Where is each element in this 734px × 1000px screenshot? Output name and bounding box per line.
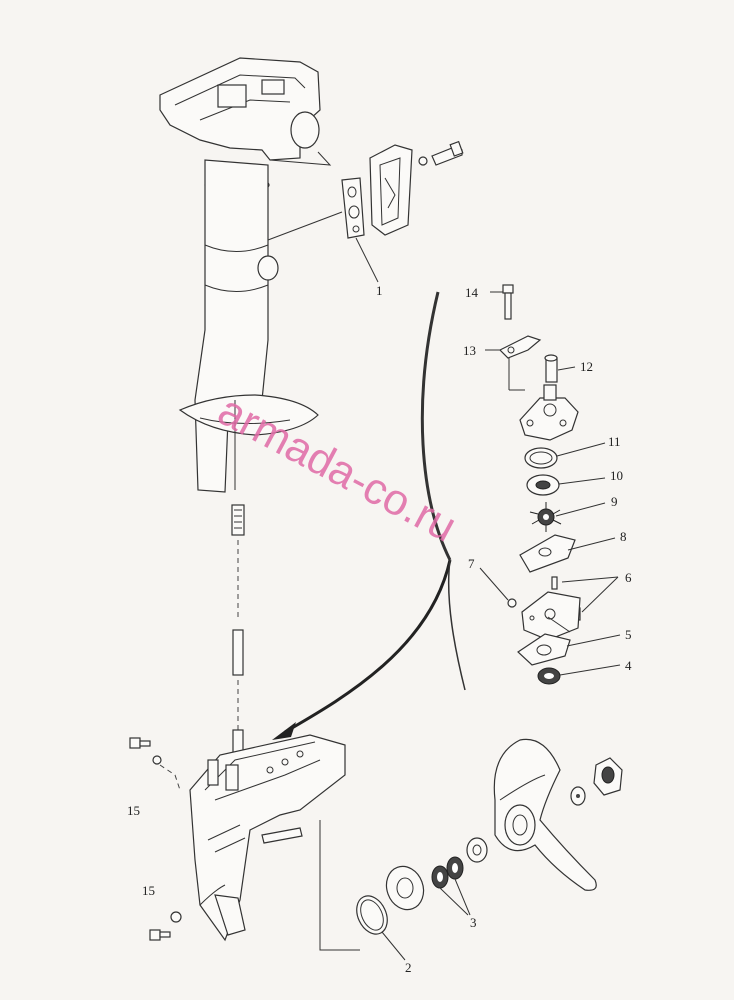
label-part-4: 4 <box>625 658 632 673</box>
label-part-8: 8 <box>620 529 627 544</box>
label-part-3: 3 <box>470 915 477 930</box>
label-part-10: 10 <box>610 468 623 483</box>
label-part-7: 7 <box>468 556 475 571</box>
label-part-15-lower: 15 <box>142 883 155 898</box>
driveshaft <box>231 504 245 771</box>
label-part-5: 5 <box>625 627 632 642</box>
part-number-labels: 1 2 3 4 5 6 7 8 9 10 11 12 13 14 15 15 <box>127 283 632 975</box>
label-part-6: 6 <box>625 570 632 585</box>
assembly-arrow <box>272 291 466 740</box>
label-part-1: 1 <box>376 283 383 298</box>
label-part-14: 14 <box>465 285 479 300</box>
label-part-9: 9 <box>611 494 618 509</box>
label-part-2: 2 <box>405 960 412 975</box>
propeller-parts <box>319 738 623 961</box>
label-part-12: 12 <box>580 359 593 374</box>
screw-lower <box>149 911 182 941</box>
label-part-13: 13 <box>463 343 476 358</box>
gearcase-assembly <box>189 734 346 942</box>
impeller-icon <box>529 502 562 532</box>
label-part-15-upper: 15 <box>127 803 140 818</box>
driveshaft-housing <box>159 57 332 493</box>
screw-upper <box>129 737 181 791</box>
water-pump-parts <box>479 284 621 685</box>
mount-plate-gasket <box>267 177 379 283</box>
label-part-11: 11 <box>608 434 621 449</box>
rubber-mount-assembly <box>369 140 464 236</box>
